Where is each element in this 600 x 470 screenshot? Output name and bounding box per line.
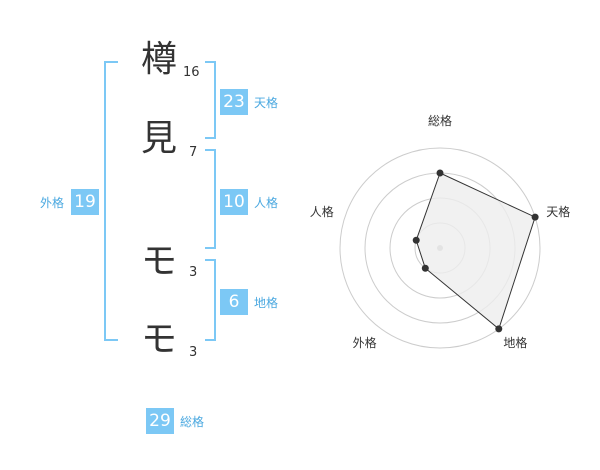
chikaku-label: 地格 xyxy=(254,296,279,310)
name-char-1: 樽 xyxy=(141,39,178,80)
radar-point-2 xyxy=(495,325,503,333)
stroke-count-4: 3 xyxy=(189,345,198,360)
stroke-count-3: 3 xyxy=(189,265,198,280)
radar-axis-label-1: 天格 xyxy=(546,204,571,219)
radar-polygon xyxy=(415,172,536,330)
chikaku-value: 6 xyxy=(220,289,248,315)
stroke-count-1: 16 xyxy=(183,65,200,80)
gaikaku-bracket xyxy=(104,61,118,341)
jinkaku-label: 人格 xyxy=(254,196,279,210)
radar-point-1 xyxy=(531,213,539,221)
radar-axis-label-4: 人格 xyxy=(309,204,334,219)
stroke-count-2: 7 xyxy=(189,145,198,160)
tenkaku-label: 天格 xyxy=(254,96,279,110)
radar-point-0 xyxy=(436,169,444,177)
name-char-4: モ xyxy=(141,319,178,360)
radar-point-4 xyxy=(412,236,420,244)
name-char-3: モ xyxy=(141,241,178,282)
radar-axis-label-2: 地格 xyxy=(503,336,528,351)
tenkaku-value: 23 xyxy=(220,89,248,115)
gaikaku-label: 外格 xyxy=(40,196,65,210)
gaikaku-value: 19 xyxy=(71,189,99,215)
jinkaku-value: 10 xyxy=(220,189,248,215)
radar-axis-label-0: 総格 xyxy=(428,114,453,128)
tenkaku-bracket xyxy=(205,61,216,139)
radar-axis-label-3: 外格 xyxy=(352,336,377,351)
radar-ring-4 xyxy=(339,147,541,349)
soukaku-label: 総格 xyxy=(180,415,205,429)
jinkaku-bracket xyxy=(205,149,216,249)
name-char-2: 見 xyxy=(141,118,178,159)
radar-point-3 xyxy=(421,264,429,272)
chikaku-bracket xyxy=(205,259,216,341)
soukaku-value: 29 xyxy=(146,408,174,434)
